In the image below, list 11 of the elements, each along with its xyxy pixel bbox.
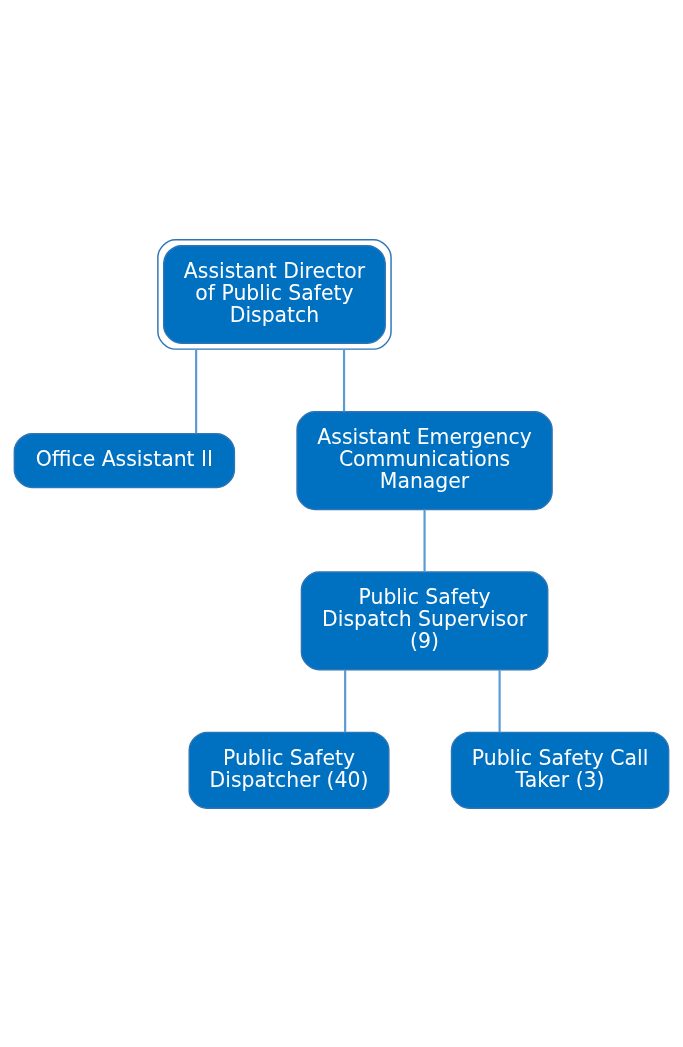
node-box: Assistant Emergency Communications Manager: [296, 410, 553, 510]
node-box: Public Safety Call Taker (3): [450, 731, 670, 809]
connector: [344, 669, 347, 732]
connector: [342, 348, 346, 411]
node-box: Public Safety Dispatcher (40): [188, 731, 390, 809]
connector: [423, 509, 426, 572]
connector: [195, 348, 198, 433]
connector: [498, 669, 501, 732]
node-box: Assistant Director of Public Safety Dispatch: [157, 238, 392, 350]
node-box: Public Safety Dispatch Supervisor (9): [300, 570, 549, 670]
node-box: Office Assistant II: [13, 432, 236, 488]
